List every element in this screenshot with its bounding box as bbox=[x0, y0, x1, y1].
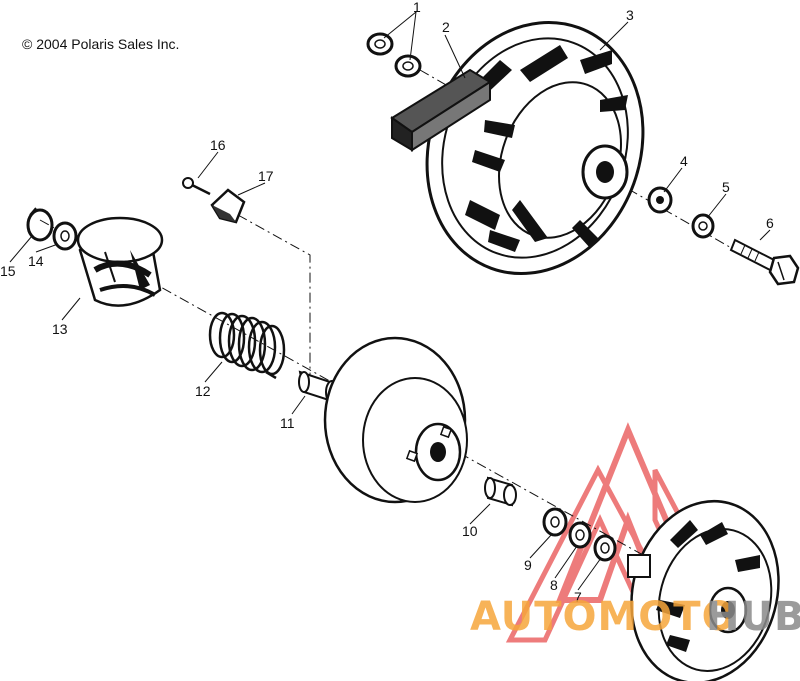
watermark-part1: AUTOMOTO bbox=[470, 594, 737, 640]
washer-part-7 bbox=[593, 534, 617, 562]
callout-8: 8 bbox=[550, 577, 558, 593]
movable-sheave bbox=[323, 336, 468, 504]
bolt-part-6 bbox=[729, 238, 800, 286]
washer-part-4 bbox=[647, 186, 673, 214]
button-part-17 bbox=[210, 188, 246, 224]
washer-part-14 bbox=[52, 221, 78, 251]
belt-part-2 bbox=[390, 68, 492, 152]
bushing-part-11 bbox=[298, 370, 339, 404]
pin-part-16 bbox=[182, 177, 211, 196]
callout-11: 11 bbox=[280, 415, 295, 431]
bushing-part-10 bbox=[484, 476, 517, 507]
callout-5: 5 bbox=[722, 179, 730, 195]
helix-part-13 bbox=[76, 216, 164, 307]
callout-10: 10 bbox=[462, 523, 478, 539]
callout-3: 3 bbox=[626, 7, 634, 23]
callout-17: 17 bbox=[258, 168, 274, 184]
callout-15: 15 bbox=[0, 263, 16, 279]
washers-part-1 bbox=[366, 32, 422, 78]
lock-washer-part-5 bbox=[691, 213, 715, 239]
spring-part-12 bbox=[208, 311, 286, 380]
retaining-ring-part-15 bbox=[26, 207, 54, 242]
washer-part-9 bbox=[542, 507, 568, 537]
copyright-notice: © 2004 Polaris Sales Inc. bbox=[22, 36, 180, 52]
callout-1: 1 bbox=[413, 0, 421, 15]
callout-12: 12 bbox=[195, 383, 211, 399]
watermark-text: AUTOMOTO HUB bbox=[470, 594, 800, 640]
callout-13: 13 bbox=[52, 321, 68, 337]
callout-9: 9 bbox=[524, 557, 532, 573]
fixed-sheave-part-3 bbox=[425, 20, 645, 276]
callout-2: 2 bbox=[442, 19, 450, 35]
callout-labels: 1 2 3 4 5 6 7 8 9 10 11 12 13 14 15 16 1… bbox=[0, 0, 774, 605]
washer-part-8 bbox=[568, 521, 592, 549]
callout-16: 16 bbox=[210, 137, 226, 153]
callout-7: 7 bbox=[574, 589, 582, 605]
leader-lines bbox=[9, 11, 771, 591]
callout-4: 4 bbox=[680, 153, 688, 169]
watermark-part2: HUB bbox=[706, 594, 800, 640]
callout-6: 6 bbox=[766, 215, 774, 231]
callout-14: 14 bbox=[28, 253, 44, 269]
stationary-sheave bbox=[627, 499, 780, 681]
